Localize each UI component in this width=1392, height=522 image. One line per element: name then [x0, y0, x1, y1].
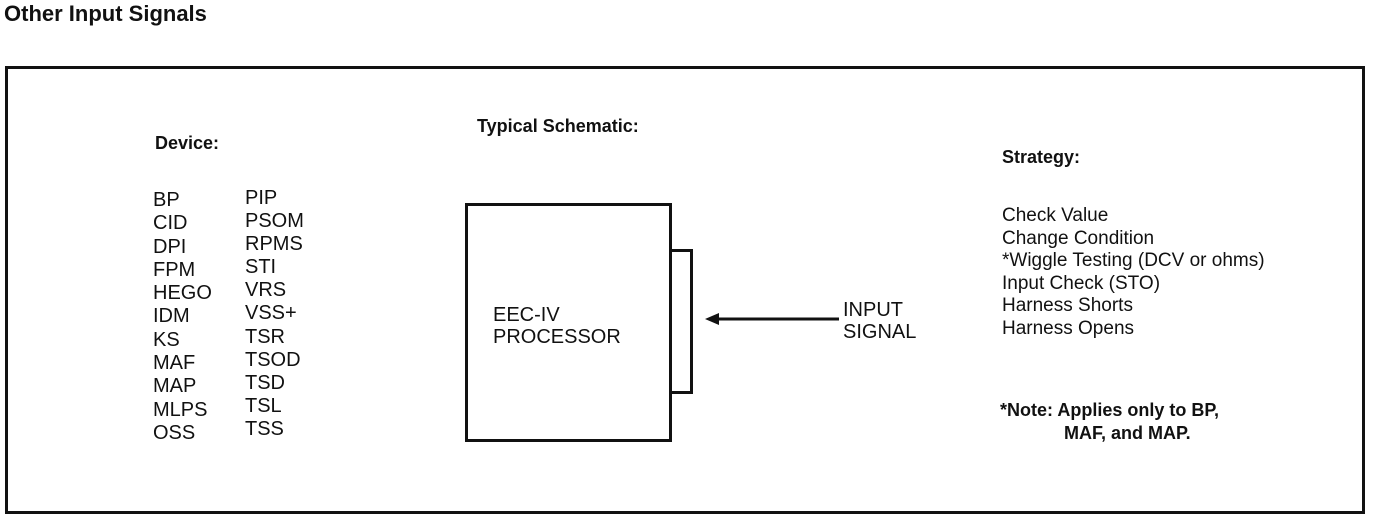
- page-title: Other Input Signals: [4, 1, 207, 26]
- strategy-item: Harness Shorts: [1002, 295, 1133, 317]
- input-arrow-icon: [705, 313, 839, 325]
- device-item: MAP: [153, 375, 197, 398]
- device-item: VRS: [245, 279, 287, 302]
- processor-label-line: PROCESSOR: [493, 326, 621, 348]
- device-heading: Device:: [155, 133, 220, 153]
- device-list-column-1: BP CID DPI FPM HEGO IDM KS MAF MAP MLPS …: [153, 189, 212, 445]
- schematic-heading: Typical Schematic:: [477, 116, 639, 136]
- device-item: MAF: [153, 352, 196, 375]
- device-item: TSL: [245, 394, 282, 417]
- device-item: OSS: [153, 421, 196, 444]
- content-panel: Device: BP CID DPI FPM HEGO IDM KS MAF M…: [5, 66, 1365, 514]
- device-item: TSR: [245, 325, 285, 348]
- processor-label: EEC-IV PROCESSOR: [493, 304, 621, 348]
- device-item: TSD: [245, 371, 285, 394]
- device-item: RPMS: [245, 233, 303, 256]
- input-signal-line: INPUT: [843, 299, 903, 321]
- device-item: DPI: [153, 235, 187, 258]
- device-item: TSOD: [245, 348, 301, 371]
- device-item: FPM: [153, 258, 196, 281]
- strategy-item: Change Condition: [1002, 227, 1155, 249]
- strategy-item: Input Check (STO): [1002, 272, 1161, 294]
- device-item: PIP: [245, 187, 278, 209]
- device-item: CID: [153, 212, 188, 235]
- strategy-item: Check Value: [1002, 205, 1109, 226]
- device-list-column-2: PIP PSOM RPMS STI VRS VSS+ TSR TSOD TSD …: [245, 187, 304, 441]
- device-item: IDM: [153, 305, 190, 328]
- device-item: STI: [245, 256, 277, 279]
- device-item: PSOM: [245, 210, 304, 233]
- note: *Note: Applies only to BP, MAF, and MAP.: [1000, 399, 1219, 445]
- strategy-heading: Strategy:: [1002, 147, 1081, 167]
- processor-connector: [669, 249, 693, 394]
- note-line: MAF, and MAP.: [1064, 423, 1191, 443]
- device-item: MLPS: [153, 398, 208, 421]
- device-item: KS: [153, 328, 180, 351]
- input-signal-line: SIGNAL: [843, 321, 917, 343]
- strategy-item: Harness Opens: [1002, 317, 1135, 339]
- device-item: BP: [153, 189, 180, 211]
- device-item: HEGO: [153, 282, 212, 305]
- strategy-item: *Wiggle Testing (DCV or ohms): [1002, 250, 1265, 272]
- processor-box: [465, 203, 672, 442]
- device-item: TSS: [245, 417, 284, 440]
- strategy-list: Check Value Change Condition *Wiggle Tes…: [1002, 205, 1265, 341]
- note-line: *Note: Applies only to BP,: [1000, 400, 1220, 420]
- input-signal-label: INPUT SIGNAL: [843, 299, 916, 343]
- processor-label-line: EEC-IV: [493, 304, 560, 326]
- device-item: VSS+: [245, 302, 297, 325]
